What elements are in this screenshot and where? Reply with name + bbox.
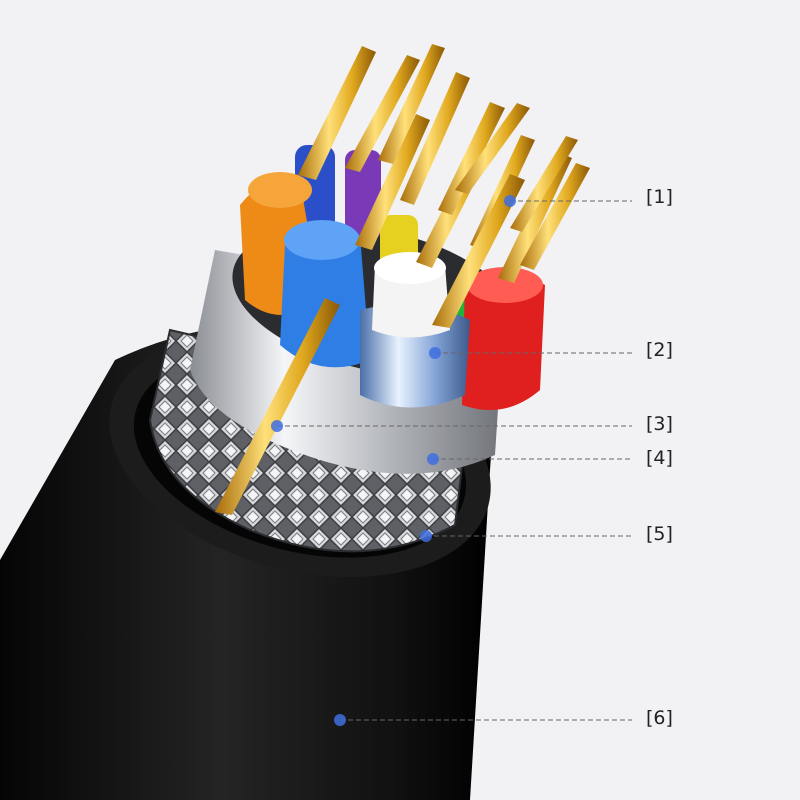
callout-label-3: [3] xyxy=(646,413,673,435)
callout-dot-6 xyxy=(334,714,346,726)
callout-dot-4 xyxy=(427,453,439,465)
callout-dot-1 xyxy=(504,195,516,207)
callout-label-2: [2] xyxy=(646,339,673,361)
drain-wire xyxy=(215,298,340,515)
callout-dot-3 xyxy=(271,420,283,432)
callout-leaders xyxy=(271,195,632,726)
callout-label-1: [1] xyxy=(646,186,673,208)
callout-dot-5 xyxy=(420,530,432,542)
callout-label-6: [6] xyxy=(646,707,673,729)
callout-label-5: [5] xyxy=(646,523,673,545)
callout-dot-2 xyxy=(429,347,441,359)
callout-label-4: [4] xyxy=(646,447,673,469)
gold-conductors xyxy=(298,44,590,328)
wire-bundle xyxy=(240,145,545,410)
wire-red xyxy=(462,273,545,410)
